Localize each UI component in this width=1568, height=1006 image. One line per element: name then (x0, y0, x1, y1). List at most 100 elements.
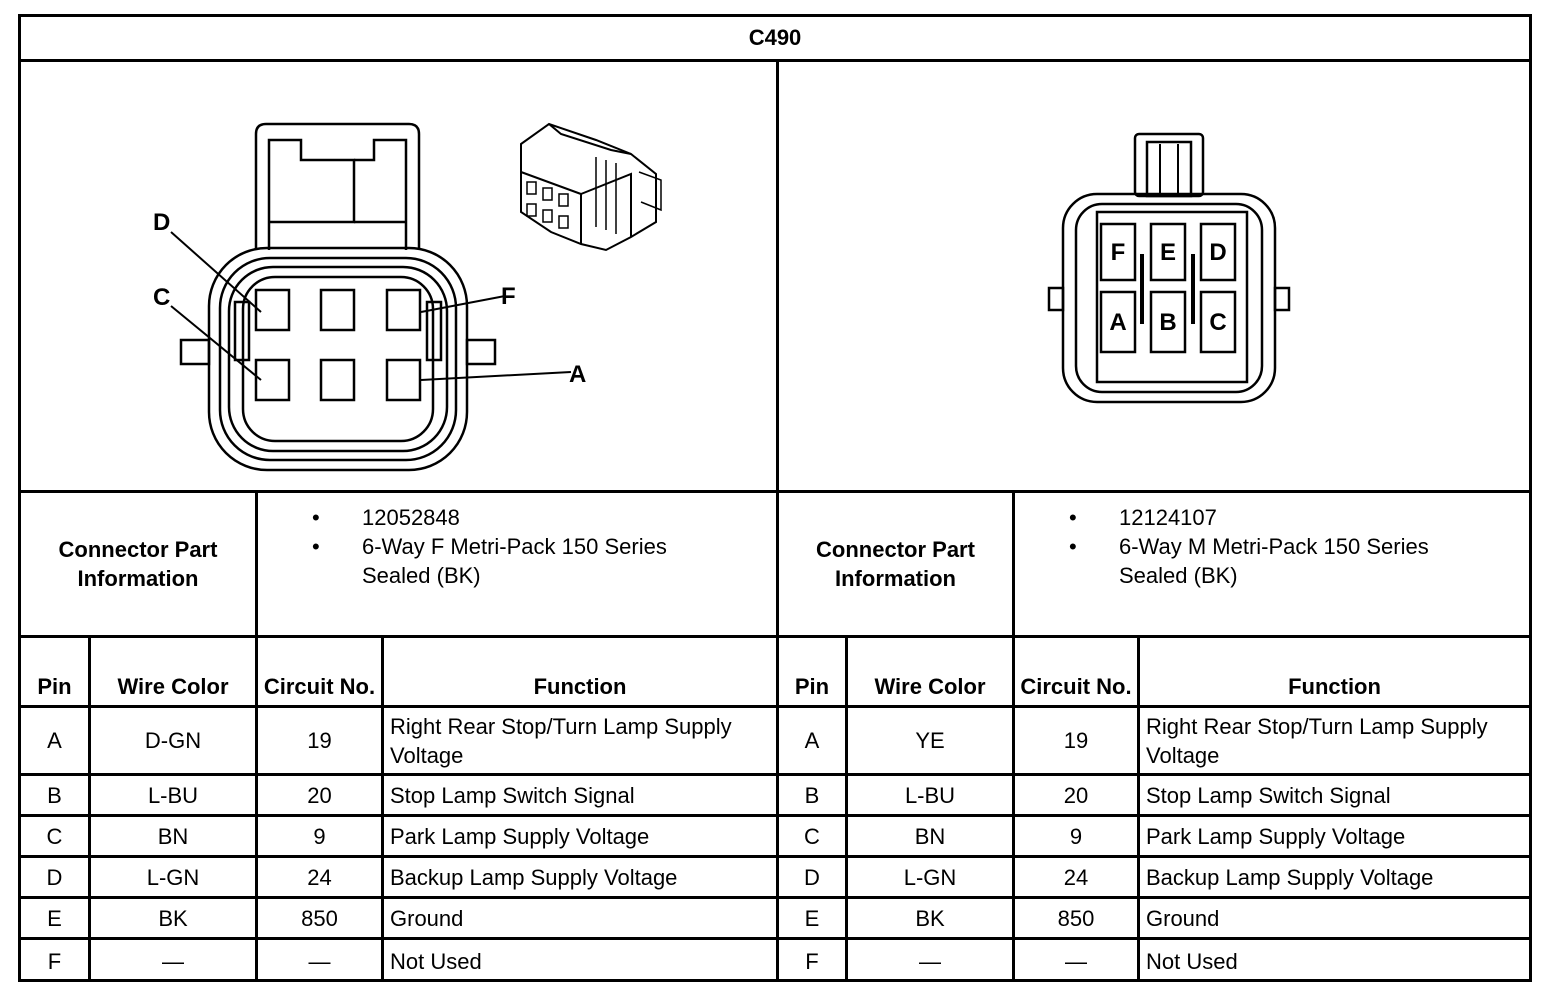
left-row-b-circuit: 20 (307, 782, 332, 808)
left-row-c-circuit: 9 (313, 823, 326, 849)
body-ring-1 (218, 256, 458, 462)
right-row-a-wire-color: YE (915, 728, 945, 753)
cavity-c (254, 358, 291, 402)
right-row-e-pin: E (804, 905, 820, 931)
right-row-e-wire-color: BK (915, 905, 945, 931)
male-body-inner (1095, 210, 1249, 384)
right-row-a-circuit: 19 (1063, 728, 1089, 753)
latch-inner-right (354, 138, 408, 250)
body-ring-2 (227, 265, 449, 453)
female-connector-diagram: D C F A (21, 62, 776, 490)
right-row-a-function: Right Rear Stop/Turn Lamp Supply Voltage (1146, 713, 1488, 768)
left-row-a-circuit: 19 (307, 728, 332, 753)
tab-left (179, 338, 211, 366)
right-row-c-circuit: 9 (1069, 823, 1083, 849)
female-connector-drawing: D C F A (153, 122, 662, 472)
right-row-a-pin: A (804, 728, 820, 753)
left-row-e-function: Ground (390, 905, 464, 931)
right-header-wire-color: Wire Color (874, 674, 986, 699)
right-row-c-function: Park Lamp Supply Voltage (1146, 823, 1406, 849)
right-row-d-pin: D (804, 864, 820, 890)
right-row-c-pin: C (804, 823, 820, 849)
left-row-f-wire-color: — (162, 948, 184, 974)
left-row-b-function: Stop Lamp Switch Signal (390, 782, 635, 808)
male-pin-label-d: D (1209, 239, 1226, 266)
right-part-number: 12124107 (1015, 503, 1529, 532)
right-row-b-circuit: 20 (1063, 782, 1089, 808)
right-row-f-circuit: — (1065, 948, 1087, 974)
male-tab-right (1273, 286, 1291, 312)
male-cavity-a (1099, 290, 1137, 354)
male-pin-label-b: B (1159, 309, 1176, 336)
left-row-b-wire-color: L-BU (147, 782, 199, 808)
left-header-circuit: Circuit No. (263, 674, 376, 699)
latch-inner-left (267, 138, 356, 250)
right-row-d-function: Backup Lamp Supply Voltage (1146, 864, 1434, 890)
latch-outline (254, 122, 421, 250)
cavity-b (319, 358, 356, 402)
cavity-f (385, 288, 422, 332)
right-row-f-pin: F (805, 948, 819, 974)
left-row-c-pin: C (46, 823, 63, 849)
cavity-d (254, 288, 291, 332)
left-header-wire-color: Wire Color (117, 674, 229, 699)
left-row-e-pin: E (47, 905, 62, 931)
pin-label-a: A (569, 361, 586, 388)
right-part-description: 6-Way M Metri-Pack 150 Series Sealed (BK… (1015, 532, 1529, 590)
left-row-a-wire-color: D-GN (144, 728, 202, 753)
right-header-circuit: Circuit No. (1020, 674, 1132, 699)
male-cavity-c (1199, 290, 1237, 354)
male-connector-drawing: F E D A B C (1047, 132, 1291, 404)
male-tab-left (1047, 286, 1065, 312)
left-row-a-pin: A (47, 728, 62, 753)
male-connector-diagram: F E D A B C (776, 62, 1532, 490)
left-row-d-circuit: 24 (307, 864, 332, 890)
cavity-e (319, 288, 356, 332)
right-row-e-function: Ground (1146, 905, 1220, 931)
right-header-function: Function (1288, 674, 1381, 699)
right-part-details: 12124107 6-Way M Metri-Pack 150 Series S… (1015, 493, 1529, 635)
male-cavity-b (1149, 290, 1187, 354)
left-row-f-function: Not Used (390, 948, 482, 974)
slot-right (425, 300, 443, 362)
left-header-function: Function (533, 674, 627, 699)
left-part-details: 12052848 6-Way F Metri-Pack 150 Series S… (258, 493, 776, 635)
pin-label-d: D (153, 209, 170, 236)
right-row-b-pin: B (804, 782, 820, 808)
right-row-e-circuit: 850 (1057, 905, 1095, 931)
tab-right (465, 338, 497, 366)
right-row-f-function: Not Used (1146, 948, 1238, 974)
right-row-c-wire-color: BN (914, 823, 946, 849)
left-row-e-circuit: 850 (301, 905, 338, 931)
right-header-pin: Pin (794, 674, 830, 699)
cavity-a (385, 358, 422, 402)
right-part-info-label: Connector Part Information (816, 537, 975, 591)
male-body-ring (1074, 202, 1264, 394)
connector-sheet: C490 (18, 14, 1532, 982)
left-row-d-function: Backup Lamp Supply Voltage (390, 864, 678, 890)
right-row-d-circuit: 24 (1063, 864, 1089, 890)
right-row-b-function: Stop Lamp Switch Signal (1146, 782, 1391, 808)
left-row-d-wire-color: L-GN (146, 864, 200, 890)
left-part-number: 12052848 (258, 503, 776, 532)
left-row-e-wire-color: BK (158, 905, 188, 931)
left-part-info-label: Connector Part Information (58, 537, 218, 591)
left-header-pin: Pin (37, 674, 72, 699)
male-latch-outer (1133, 132, 1205, 198)
left-row-c-function: Park Lamp Supply Voltage (390, 823, 650, 849)
male-cavity-f (1099, 222, 1137, 282)
male-pin-label-c: C (1209, 309, 1226, 336)
right-row-b-wire-color: L-BU (904, 782, 956, 808)
thumbnail-outline (520, 122, 657, 252)
slot-left (233, 300, 251, 362)
left-row-d-pin: D (46, 864, 63, 890)
left-row-f-circuit: — (308, 948, 331, 974)
left-part-description: 6-Way F Metri-Pack 150 Series Sealed (BK… (258, 532, 776, 590)
male-pin-label-a: A (1109, 309, 1126, 336)
male-cavity-e (1149, 222, 1187, 282)
male-cavity-d (1199, 222, 1237, 282)
pin-label-f: F (501, 283, 516, 310)
left-row-a-function: Right Rear Stop/Turn Lamp Supply Voltage (390, 713, 732, 768)
male-pin-label-e: E (1160, 239, 1176, 266)
right-row-d-wire-color: L-GN (903, 864, 957, 890)
